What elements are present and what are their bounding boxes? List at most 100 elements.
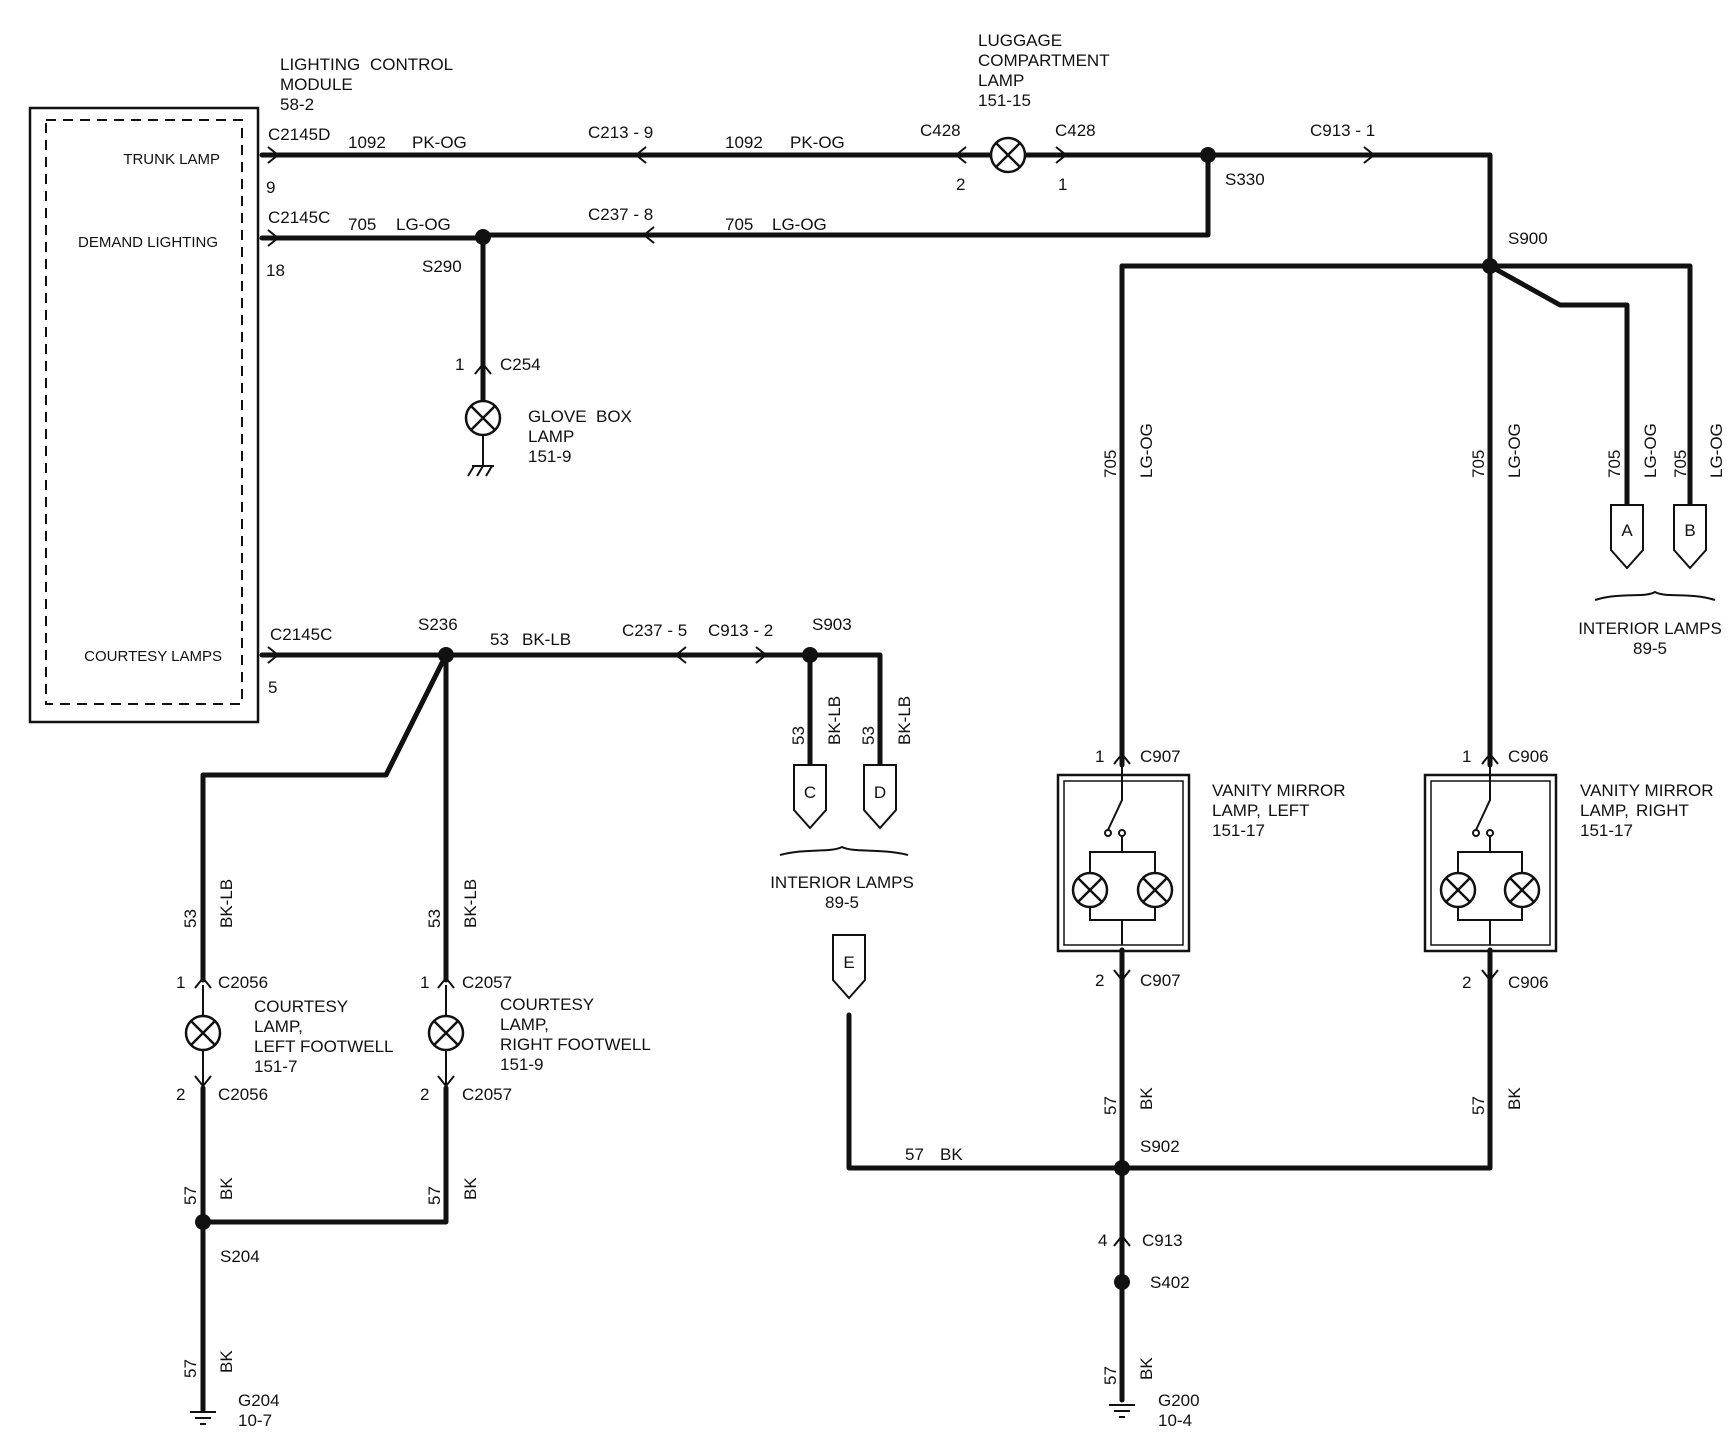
lf-wire-53-color: BK-LB xyxy=(217,879,236,928)
splice-s204-label: S204 xyxy=(220,1247,260,1266)
wire-705-color-a: LG-OG xyxy=(396,215,451,234)
c428-pin-in: 2 xyxy=(956,175,965,194)
connector-c906-bottom: C906 xyxy=(1508,973,1549,992)
interior-connector-e: E xyxy=(843,953,854,972)
interior-lamps-label-cd: INTERIOR LAMPS xyxy=(770,873,914,892)
c907-pin-1: 1 xyxy=(1095,747,1104,766)
g204-wire-57-circuit: 57 xyxy=(181,1359,200,1378)
courtesy-lamp-left-icon xyxy=(184,1014,222,1052)
vl-wire-57-color: BK xyxy=(1137,1087,1156,1110)
pin-label-trunk-lamp: TRUNK LAMP xyxy=(123,151,220,168)
module-name-3: MODULE xyxy=(280,75,353,94)
courtesy-left-label-ref: 151-7 xyxy=(254,1057,297,1076)
wire-1092-circuit-b: 1092 xyxy=(725,133,763,152)
courtesy-right-label-1: COURTESY xyxy=(500,995,594,1014)
rf-wire-57-color: BK xyxy=(461,1177,480,1200)
demand-connector: C2145C xyxy=(268,208,330,227)
splice-s902 xyxy=(1114,1160,1130,1176)
c906-pin-2: 2 xyxy=(1462,973,1471,992)
rf-wire-57-circuit: 57 xyxy=(425,1186,444,1205)
connector-c237-8: C237 - 8 xyxy=(588,205,653,224)
connector-c907-top: C907 xyxy=(1140,747,1181,766)
vanity-left-label-3: LEFT xyxy=(1268,801,1310,820)
connector-c913-2: C913 - 2 xyxy=(708,621,773,640)
connector-c913-1: C913 - 1 xyxy=(1310,121,1375,140)
ground-g204-ref: 10-7 xyxy=(238,1411,272,1430)
vanity-right-bulb-2-icon xyxy=(1503,871,1541,909)
c-wire-53-circuit: 53 xyxy=(789,726,808,745)
interior-lamps-ref-cd: 89-5 xyxy=(825,893,859,912)
wire-1092-circuit-a: 1092 xyxy=(348,133,386,152)
glove-box-label-1: GLOVE xyxy=(528,407,587,426)
c2056-pin-1: 1 xyxy=(176,973,185,992)
glove-box-label-2: BOX xyxy=(596,407,632,426)
vanity-mirror-lamp-right: 1 C906 VANITY MIRROR LAMP, RIGHT 151-17 xyxy=(1423,747,1714,953)
wire-1092-color-a: PK-OG xyxy=(412,133,467,152)
vl-wire-705-color: LG-OG xyxy=(1137,423,1156,478)
g204-wire-57-color: BK xyxy=(217,1350,236,1373)
lf-wire-57-color: BK xyxy=(217,1177,236,1200)
vanity-right-label-ref: 151-17 xyxy=(1580,821,1633,840)
connector-c428-right: C428 xyxy=(1055,121,1096,140)
rf-wire-53-circuit: 53 xyxy=(425,909,444,928)
vr-wire-57-circuit: 57 xyxy=(1469,1096,1488,1115)
wire-53-color: BK-LB xyxy=(522,630,571,649)
splice-s330-label: S330 xyxy=(1225,170,1265,189)
wire-1092-color-b: PK-OG xyxy=(790,133,845,152)
vanity-right-bulb-1-icon xyxy=(1439,871,1477,909)
vanity-left-label-ref: 151-17 xyxy=(1212,821,1265,840)
c907-pin-2: 2 xyxy=(1095,971,1104,990)
ground-g200-icon xyxy=(1108,1404,1136,1418)
courtesy-left-label-3: LEFT FOOTWELL xyxy=(254,1037,394,1056)
wire-705-circuit-b: 705 xyxy=(725,215,753,234)
demand-pin: 18 xyxy=(266,261,285,280)
interior-connector-c: C xyxy=(804,783,816,802)
module-name-2: CONTROL xyxy=(370,55,453,74)
luggage-lamp-label-1: LUGGAGE xyxy=(978,31,1062,50)
wire-53-circuit: 53 xyxy=(490,630,509,649)
trunk-pin: 9 xyxy=(266,178,275,197)
vl-wire-57-circuit: 57 xyxy=(1101,1096,1120,1115)
vanity-right-label-2: LAMP, xyxy=(1580,801,1629,820)
splice-s903-label: S903 xyxy=(812,615,852,634)
splice-s204 xyxy=(195,1214,211,1230)
ib-wire-705-color: LG-OG xyxy=(1707,423,1726,478)
glove-box-lamp-icon xyxy=(464,399,502,437)
pin-label-demand-lighting: DEMAND LIGHTING xyxy=(78,234,218,251)
glove-box-label-3: LAMP xyxy=(528,427,574,446)
interior-connector-a: A xyxy=(1621,521,1633,540)
connector-c254: C254 xyxy=(500,355,541,374)
e-wire-57-color: BK xyxy=(940,1145,963,1164)
ground-g200-ref: 10-4 xyxy=(1158,1411,1192,1430)
courtesy-right-label-3: RIGHT FOOTWELL xyxy=(500,1035,651,1054)
connector-c913: C913 xyxy=(1142,1231,1183,1250)
circuit-57-right: 2 C907 2 C906 57 BK 57 BK E 57 BK S902 4… xyxy=(832,934,1549,1430)
wire-705-color-b: LG-OG xyxy=(772,215,827,234)
interior-lamps-label-ab: INTERIOR LAMPS xyxy=(1578,619,1722,638)
d-wire-53-circuit: 53 xyxy=(859,726,878,745)
pin-label-courtesy-lamps: COURTESY LAMPS xyxy=(84,648,222,665)
vanity-left-label-2: LAMP, xyxy=(1212,801,1261,820)
connector-c2057-top: C2057 xyxy=(462,973,512,992)
lf-wire-57-circuit: 57 xyxy=(181,1186,200,1205)
courtesy-left-label-1: COURTESY xyxy=(254,997,348,1016)
interior-lamps-ab: A B INTERIOR LAMPS 89-5 xyxy=(1578,502,1722,658)
connector-c907-bottom: C907 xyxy=(1140,971,1181,990)
ia-wire-705-color: LG-OG xyxy=(1641,423,1660,478)
courtesy-pin: 5 xyxy=(268,678,277,697)
ground-g204-name: G204 xyxy=(238,1391,280,1410)
connector-c237-5: C237 - 5 xyxy=(622,621,687,640)
splice-s900-label: S900 xyxy=(1508,229,1548,248)
splice-s402 xyxy=(1114,1274,1130,1290)
vanity-right-label-3: RIGHT xyxy=(1636,801,1689,820)
luggage-lamp-label-ref: 151-15 xyxy=(978,91,1031,110)
connector-c213: C213 - 9 xyxy=(588,123,653,142)
lf-wire-53-circuit: 53 xyxy=(181,909,200,928)
courtesy-left-label-2: LAMP, xyxy=(254,1017,303,1036)
splice-s236-label: S236 xyxy=(418,615,458,634)
ib-wire-705-circuit: 705 xyxy=(1671,450,1690,478)
ground-g204-icon xyxy=(189,1411,217,1425)
vr-wire-57-color: BK xyxy=(1505,1087,1524,1110)
interior-connector-d: D xyxy=(874,783,886,802)
